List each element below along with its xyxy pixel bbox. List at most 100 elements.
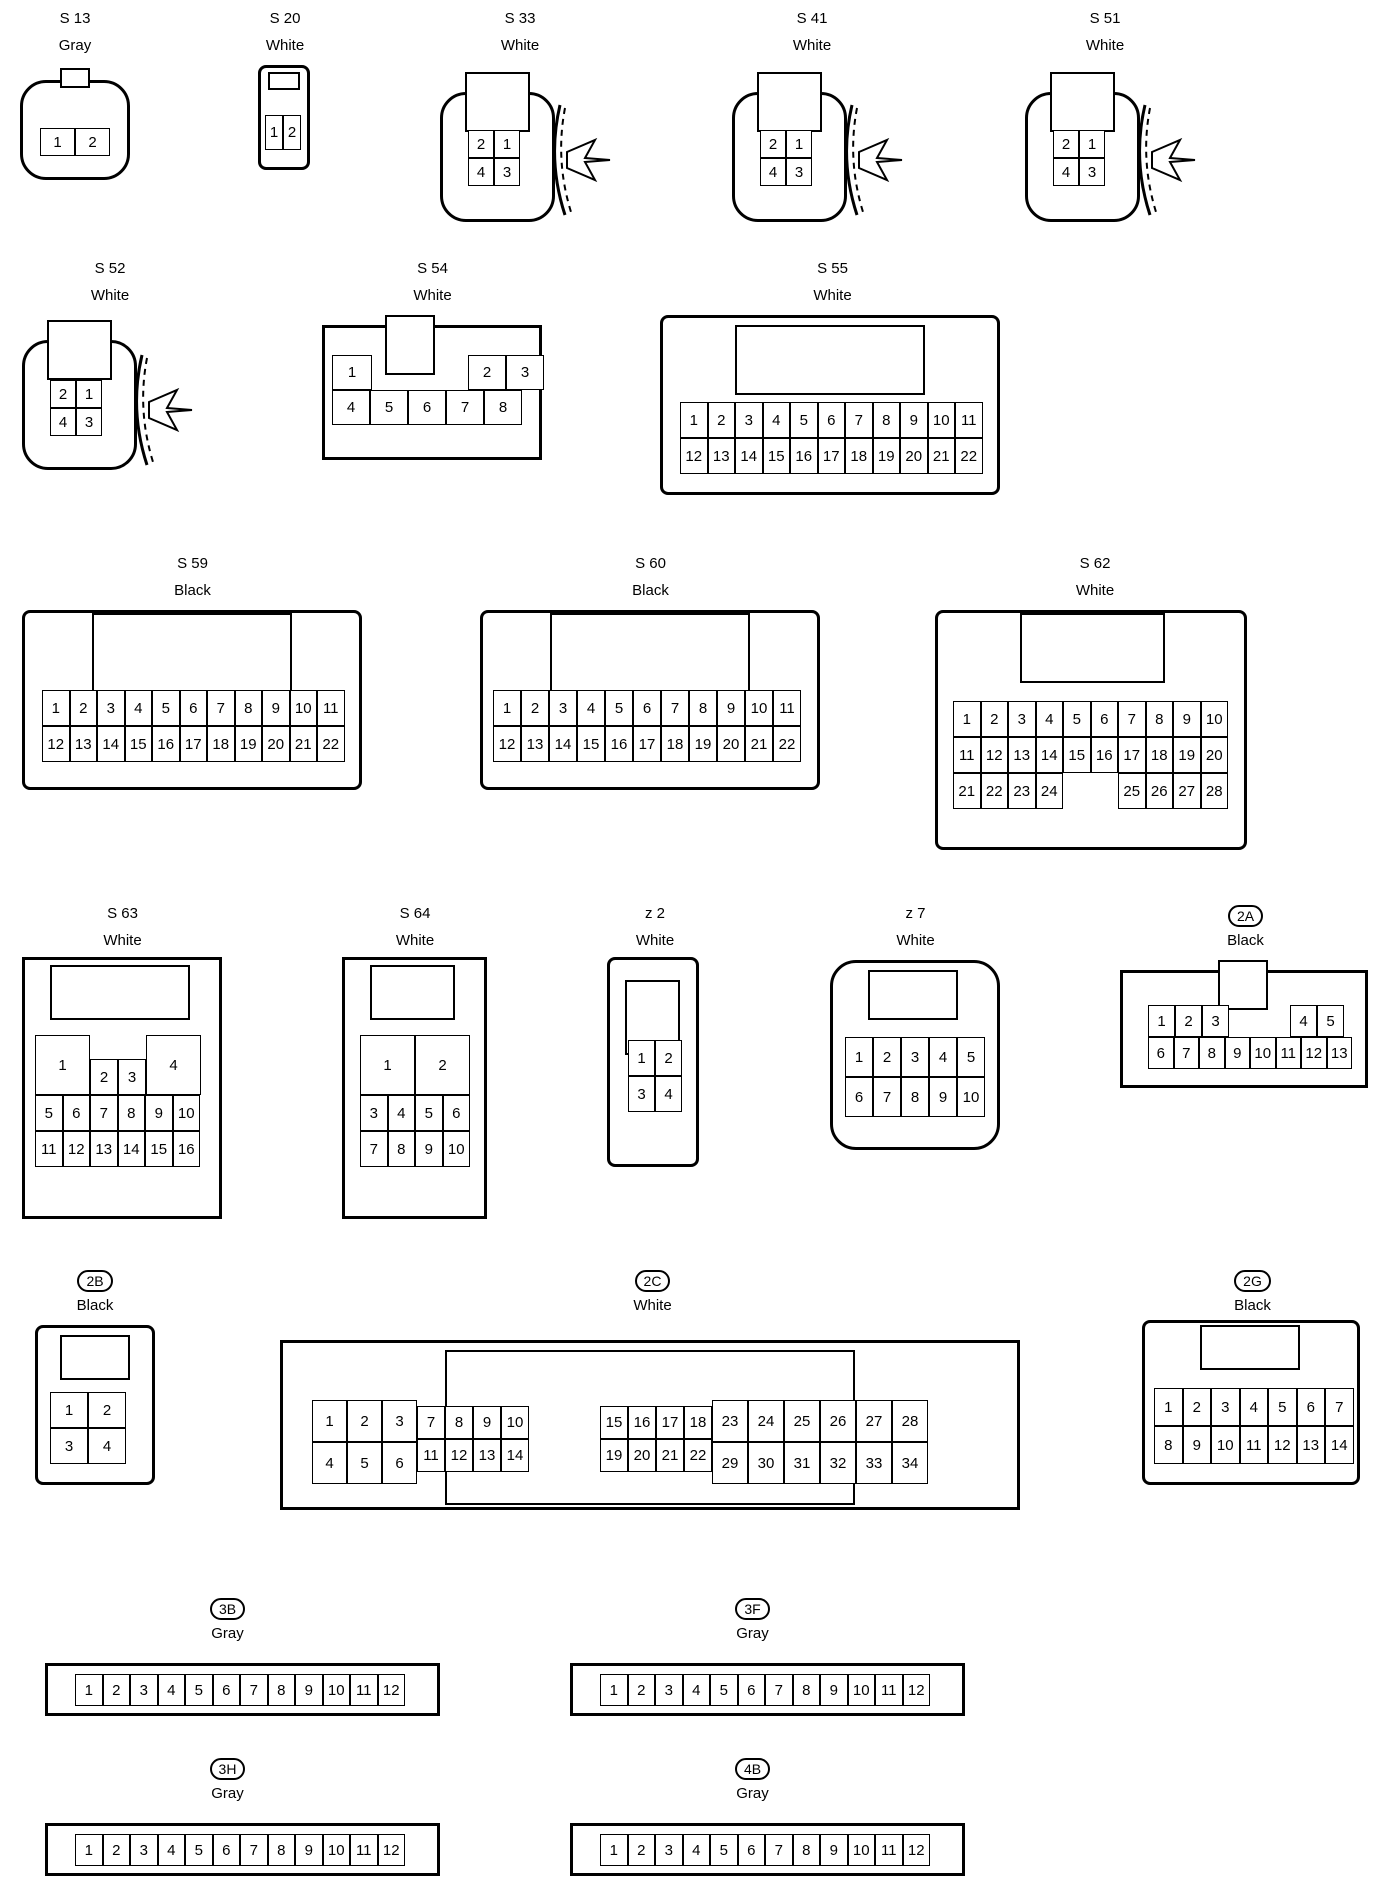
pin-cell: 21 (745, 726, 773, 762)
pin-cell: 2 (283, 115, 301, 150)
connector-id-label: 2C (280, 1270, 1025, 1292)
pin-cell: 5 (152, 690, 180, 726)
pin-cell: 10 (322, 1674, 350, 1706)
pin-cell: 1 (42, 690, 70, 726)
pin-cell: 11 (875, 1834, 903, 1866)
pin-cell: 16 (172, 1131, 200, 1167)
pin-cell: 2 (760, 130, 786, 158)
pin-cell: 8 (387, 1131, 415, 1167)
connector-color-label: Black (1234, 1297, 1271, 1314)
pin-cell: 1 (75, 1674, 103, 1706)
connector-id-text: 2G (1234, 1270, 1271, 1292)
pin-cell: 13 (69, 726, 97, 762)
pin-cell: 9 (473, 1406, 501, 1439)
pin-cell: 18 (1145, 737, 1173, 773)
pin-cell: 4 (929, 1037, 957, 1077)
connector-id-text: z 7 (905, 905, 926, 922)
pin-cell: 10 (847, 1674, 875, 1706)
pin-cell: 14 (1325, 1426, 1354, 1464)
pin-cell: 8 (872, 402, 900, 438)
pin-cell: 18 (845, 438, 873, 474)
pin-cell: 9 (717, 690, 745, 726)
pin-cell: 8 (1154, 1426, 1183, 1464)
pin-cell: 1 (40, 128, 75, 156)
connector-id-text: S 51 (1089, 10, 1121, 27)
pin-cell: 19 (1173, 737, 1201, 773)
connector-color-label: Black (632, 582, 669, 599)
connector-color-label: White (1075, 582, 1115, 599)
connector-lock-tab (268, 72, 300, 90)
pin-cell: 11 (350, 1674, 378, 1706)
connector-id-text: S 52 (94, 260, 126, 277)
pin-cell: 7 (446, 390, 484, 425)
connector-lock-tab (1050, 72, 1115, 132)
pin-cell: 2 (1182, 1388, 1211, 1426)
pin-cell: 15 (762, 438, 790, 474)
pin-cell: 2 (90, 1059, 118, 1095)
pin-cell: 4 (124, 690, 152, 726)
connector-color-label: White (500, 37, 540, 54)
connector-lock-tab (1200, 1325, 1300, 1370)
pin-cell: 1 (600, 1674, 628, 1706)
pin-cell: 2 (75, 128, 110, 156)
pin-cell: 20 (900, 438, 928, 474)
pin-cell: 25 (1118, 773, 1146, 809)
connector-id-text: S 64 (399, 905, 431, 922)
pin-cell: 10 (1200, 701, 1228, 737)
pin-cell: 4 (762, 402, 790, 438)
pin-cell: 4 (1290, 1005, 1317, 1037)
pin-cell: 23 (1008, 773, 1036, 809)
pin-cell: 9 (1182, 1426, 1211, 1464)
pin-cell: 22 (955, 438, 983, 474)
pin-cell: 17 (817, 438, 845, 474)
connector-color-label: White (813, 287, 852, 304)
pin-cell: 12 (377, 1674, 405, 1706)
pin-cell: 34 (892, 1442, 928, 1484)
pin-cell: 8 (267, 1674, 295, 1706)
pin-cell: 9 (145, 1095, 173, 1131)
pin-cell: 24 (1035, 773, 1063, 809)
pin-cell: 4 (157, 1834, 185, 1866)
pin-cell: 19 (600, 1439, 628, 1472)
pin-cell: 1 (265, 115, 283, 150)
connector-id-label: z 2 (600, 905, 710, 923)
connector-color-label: White (90, 287, 130, 304)
connector-color-label: White (635, 932, 675, 949)
connector-color-label: Gray (58, 37, 92, 54)
pin-cell: 22 (773, 726, 801, 762)
pin-cell: 3 (50, 1428, 88, 1464)
connector-lock-tab (465, 72, 530, 132)
pin-cell: 1 (50, 1392, 88, 1428)
pin-cell: 2 (873, 1037, 901, 1077)
pin-cell: 8 (792, 1674, 820, 1706)
pin-cell: 2 (102, 1834, 130, 1866)
pin-cell: 9 (820, 1674, 848, 1706)
connector-id-text: S 63 (107, 905, 138, 922)
pin-cell: 18 (684, 1406, 712, 1439)
pin-cell: 12 (42, 726, 70, 762)
pin-cell: 13 (1326, 1037, 1352, 1069)
pin-cell: 10 (745, 690, 773, 726)
connector-color-label: White (413, 287, 452, 304)
pin-cell: 7 (1118, 701, 1146, 737)
pin-cell: 22 (980, 773, 1008, 809)
pin-cell: 6 (845, 1077, 873, 1117)
pin-cell: 11 (417, 1439, 445, 1472)
pin-cell: 2 (347, 1400, 382, 1442)
pin-cell: 28 (892, 1400, 928, 1442)
pin-cell: 6 (408, 390, 446, 425)
pin-cell: 7 (207, 690, 235, 726)
pin-cell: 7 (1325, 1388, 1354, 1426)
pin-cell: 1 (600, 1834, 628, 1866)
connector-id-label: S 64 (340, 905, 490, 923)
pin-cell: 4 (1035, 701, 1063, 737)
pin-cell: 8 (234, 690, 262, 726)
pin-cell: 5 (415, 1095, 443, 1131)
pin-cell: 5 (185, 1834, 213, 1866)
pin-cell: 7 (360, 1131, 388, 1167)
connector-id-label: 3B (20, 1598, 435, 1620)
pin-cell: 22 (317, 726, 345, 762)
